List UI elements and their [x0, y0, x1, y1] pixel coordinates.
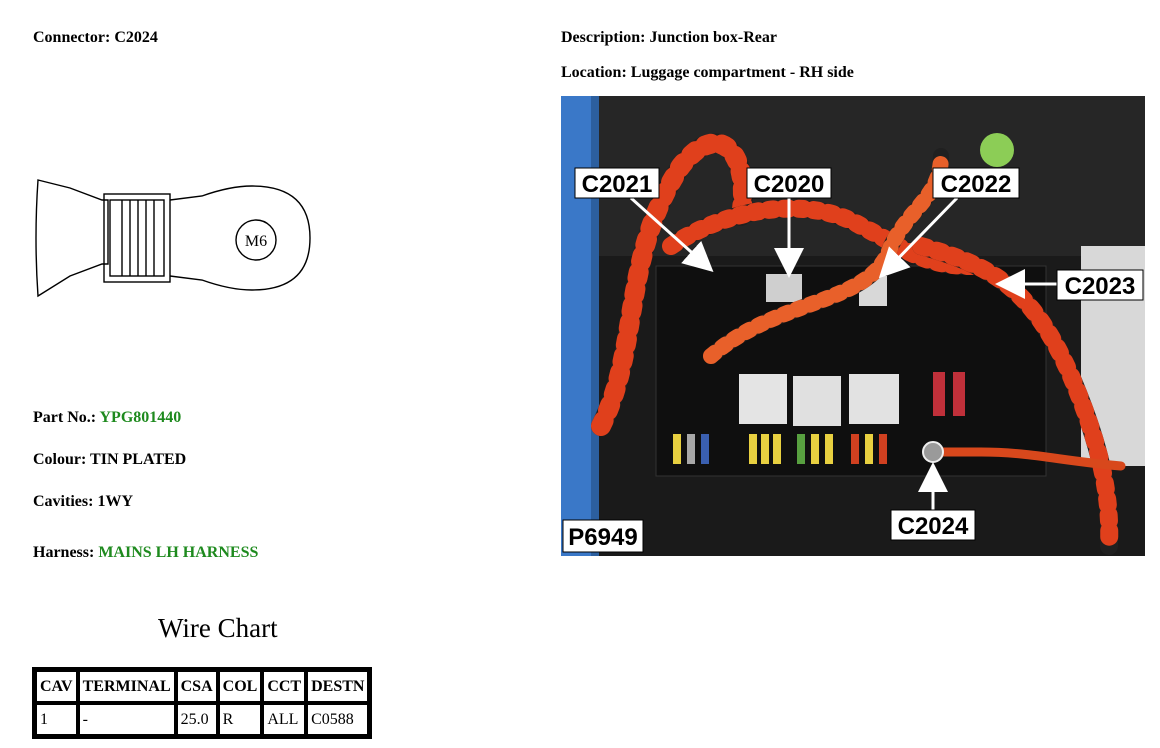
- location-label: Location:: [561, 64, 627, 81]
- colour-value: TIN PLATED: [90, 451, 187, 468]
- wire-chart-header-row: CAV TERMINAL CSA COL CCT DESTN: [35, 670, 370, 703]
- colour-label: Colour:: [33, 451, 87, 468]
- col-header-terminal: TERMINAL: [77, 670, 176, 703]
- wire-chart-table: CAV TERMINAL CSA COL CCT DESTN 1 - 25.0 …: [32, 667, 373, 739]
- relay-white-2: [793, 376, 841, 426]
- fuse-row: [673, 372, 965, 464]
- harness-value[interactable]: MAINS LH HARNESS: [98, 544, 259, 561]
- cell-cct: ALL: [262, 703, 307, 736]
- blue-side-panel: [561, 96, 591, 556]
- cavities-line: Cavities: 1WY: [33, 493, 133, 511]
- col-header-cct: CCT: [262, 670, 307, 703]
- callout-c2021: C2021: [582, 171, 653, 198]
- green-clip: [980, 133, 1014, 167]
- location-line: Location: Luggage compartment - RH side: [561, 64, 854, 82]
- harness-label: Harness:: [33, 544, 95, 561]
- ground-stud: [922, 441, 944, 463]
- cell-col: R: [217, 703, 263, 736]
- description-value: Junction box-Rear: [649, 29, 777, 46]
- cell-cav: 1: [35, 703, 78, 736]
- description-line: Description: Junction box-Rear: [561, 29, 777, 47]
- connector-label: Connector:: [33, 29, 111, 46]
- harness-line: Harness: MAINS LH HARNESS: [33, 544, 258, 562]
- table-row: 1 - 25.0 R ALL C0588: [35, 703, 370, 736]
- callout-c2022: C2022: [941, 171, 1012, 198]
- colour-line: Colour: TIN PLATED: [33, 451, 186, 469]
- callout-c2020: C2020: [754, 171, 825, 198]
- col-header-cav: CAV: [35, 670, 78, 703]
- connector-value: C2024: [114, 29, 158, 46]
- callout-c2024: C2024: [898, 513, 969, 540]
- cavities-value: 1WY: [97, 493, 133, 510]
- cell-destn: C0588: [306, 703, 370, 736]
- callout-c2023: C2023: [1065, 273, 1136, 300]
- location-value: Luggage compartment - RH side: [630, 64, 854, 81]
- connector-white-c2020: [766, 274, 802, 302]
- relay-white-3: [849, 374, 899, 424]
- location-photo: C2021 C2020 C2022 C2023 C2024 P6949: [561, 96, 1145, 556]
- description-label: Description:: [561, 29, 646, 46]
- battery-cable: [928, 447, 1126, 471]
- relay-white-1: [739, 374, 787, 424]
- connector-line: Connector: C2024: [33, 29, 158, 47]
- cell-terminal: -: [77, 703, 176, 736]
- cell-csa: 25.0: [175, 703, 218, 736]
- col-header-csa: CSA: [175, 670, 218, 703]
- col-header-destn: DESTN: [306, 670, 370, 703]
- cavities-label: Cavities:: [33, 493, 94, 510]
- part-no-line: Part No.: YPG801440: [33, 409, 181, 427]
- figure-id-label: P6949: [568, 524, 637, 551]
- part-no-value[interactable]: YPG801440: [99, 409, 182, 426]
- terminal-size-marking: M6: [245, 233, 267, 250]
- ring-terminal-drawing: M6: [35, 179, 311, 298]
- col-header-col: COL: [217, 670, 263, 703]
- wire-chart-title: Wire Chart: [158, 613, 278, 643]
- part-no-label: Part No.:: [33, 409, 97, 426]
